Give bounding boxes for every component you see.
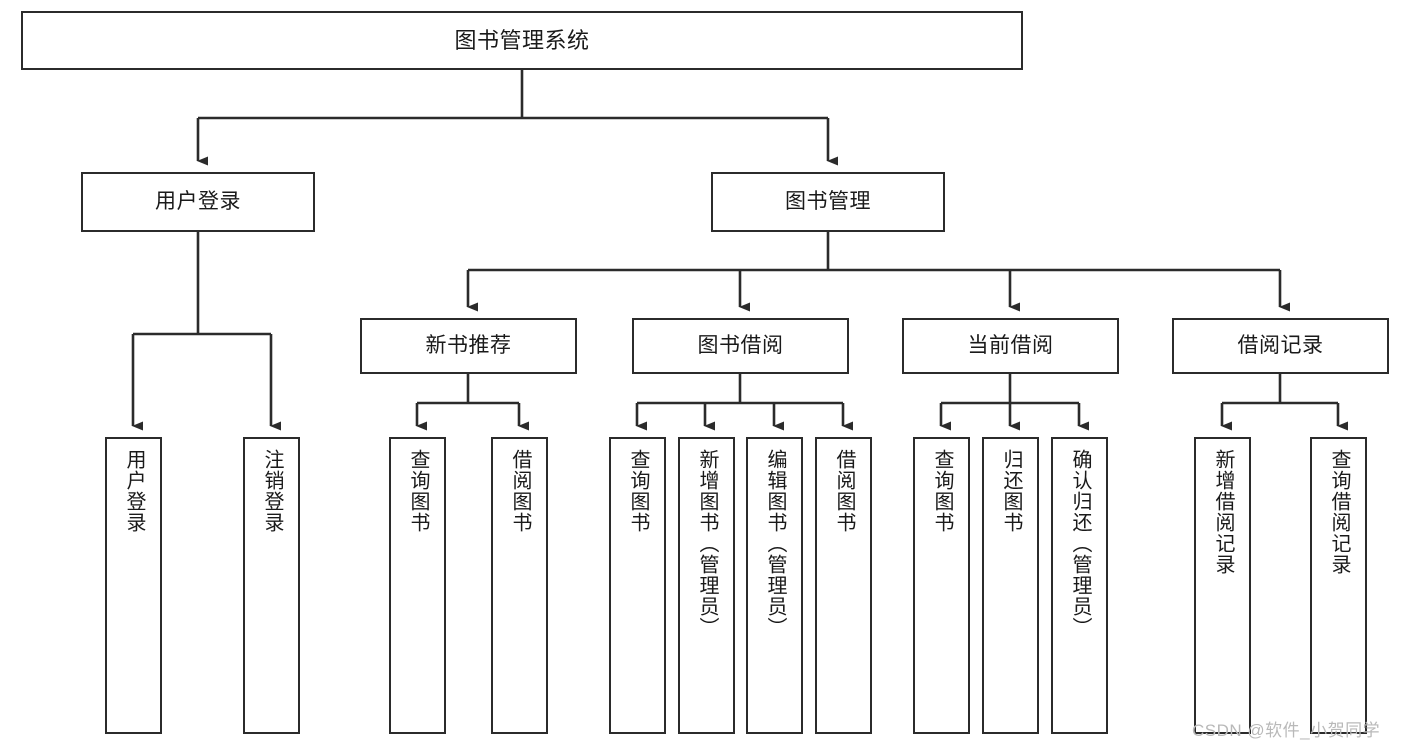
leaf-edit-book-admin[interactable]: 编辑图书（管理员） xyxy=(746,437,803,734)
node-label: 新书推荐 xyxy=(425,333,512,357)
node-label: 用户登录 xyxy=(123,449,145,533)
node-root-book-management-system[interactable]: 图书管理系统 xyxy=(21,11,1023,70)
leaf-confirm-return-admin[interactable]: 确认归还（管理员） xyxy=(1051,437,1108,734)
node-label: 查询图书 xyxy=(407,449,429,533)
node-label: 当前借阅 xyxy=(967,333,1054,357)
node-borrow-record[interactable]: 借阅记录 xyxy=(1172,318,1389,374)
watermark: CSDN @软件_小贺同学 xyxy=(1192,721,1381,740)
node-label: 借阅图书 xyxy=(833,449,855,533)
leaf-logout-login[interactable]: 注销登录 xyxy=(243,437,300,734)
leaf-add-book-admin[interactable]: 新增图书（管理员） xyxy=(678,437,735,734)
leaf-query-books-borrow[interactable]: 查询图书 xyxy=(609,437,666,734)
node-label: 用户登录 xyxy=(155,189,241,213)
leaf-add-borrow-record[interactable]: 新增借阅记录 xyxy=(1194,437,1251,734)
node-label: 新增图书（管理员） xyxy=(696,449,718,638)
node-label: 查询图书 xyxy=(627,449,649,533)
node-label: 借阅图书 xyxy=(509,449,531,533)
node-label: 归还图书 xyxy=(1000,449,1022,533)
node-label: 注销登录 xyxy=(261,449,283,533)
node-current-borrow[interactable]: 当前借阅 xyxy=(902,318,1119,374)
leaf-borrow-books-newbook[interactable]: 借阅图书 xyxy=(491,437,548,734)
leaf-user-login[interactable]: 用户登录 xyxy=(105,437,162,734)
leaf-query-borrow-record[interactable]: 查询借阅记录 xyxy=(1310,437,1367,734)
leaf-query-books-newbook[interactable]: 查询图书 xyxy=(389,437,446,734)
node-book-management[interactable]: 图书管理 xyxy=(711,172,945,232)
node-label: 借阅记录 xyxy=(1237,333,1324,357)
node-label: 新增借阅记录 xyxy=(1212,449,1234,575)
node-label: 图书管理 xyxy=(785,189,871,213)
node-label: 查询图书 xyxy=(931,449,953,533)
node-user-login[interactable]: 用户登录 xyxy=(81,172,315,232)
node-label: 确认归还（管理员） xyxy=(1069,449,1091,638)
node-book-borrow[interactable]: 图书借阅 xyxy=(632,318,849,374)
leaf-query-books-current[interactable]: 查询图书 xyxy=(913,437,970,734)
node-label: 编辑图书（管理员） xyxy=(764,449,786,638)
node-label: 图书管理系统 xyxy=(454,27,590,53)
node-label: 查询借阅记录 xyxy=(1328,449,1350,575)
node-label: 图书借阅 xyxy=(697,333,784,357)
node-new-book-recommend[interactable]: 新书推荐 xyxy=(360,318,577,374)
leaf-borrow-books-borrow[interactable]: 借阅图书 xyxy=(815,437,872,734)
leaf-return-books[interactable]: 归还图书 xyxy=(982,437,1039,734)
